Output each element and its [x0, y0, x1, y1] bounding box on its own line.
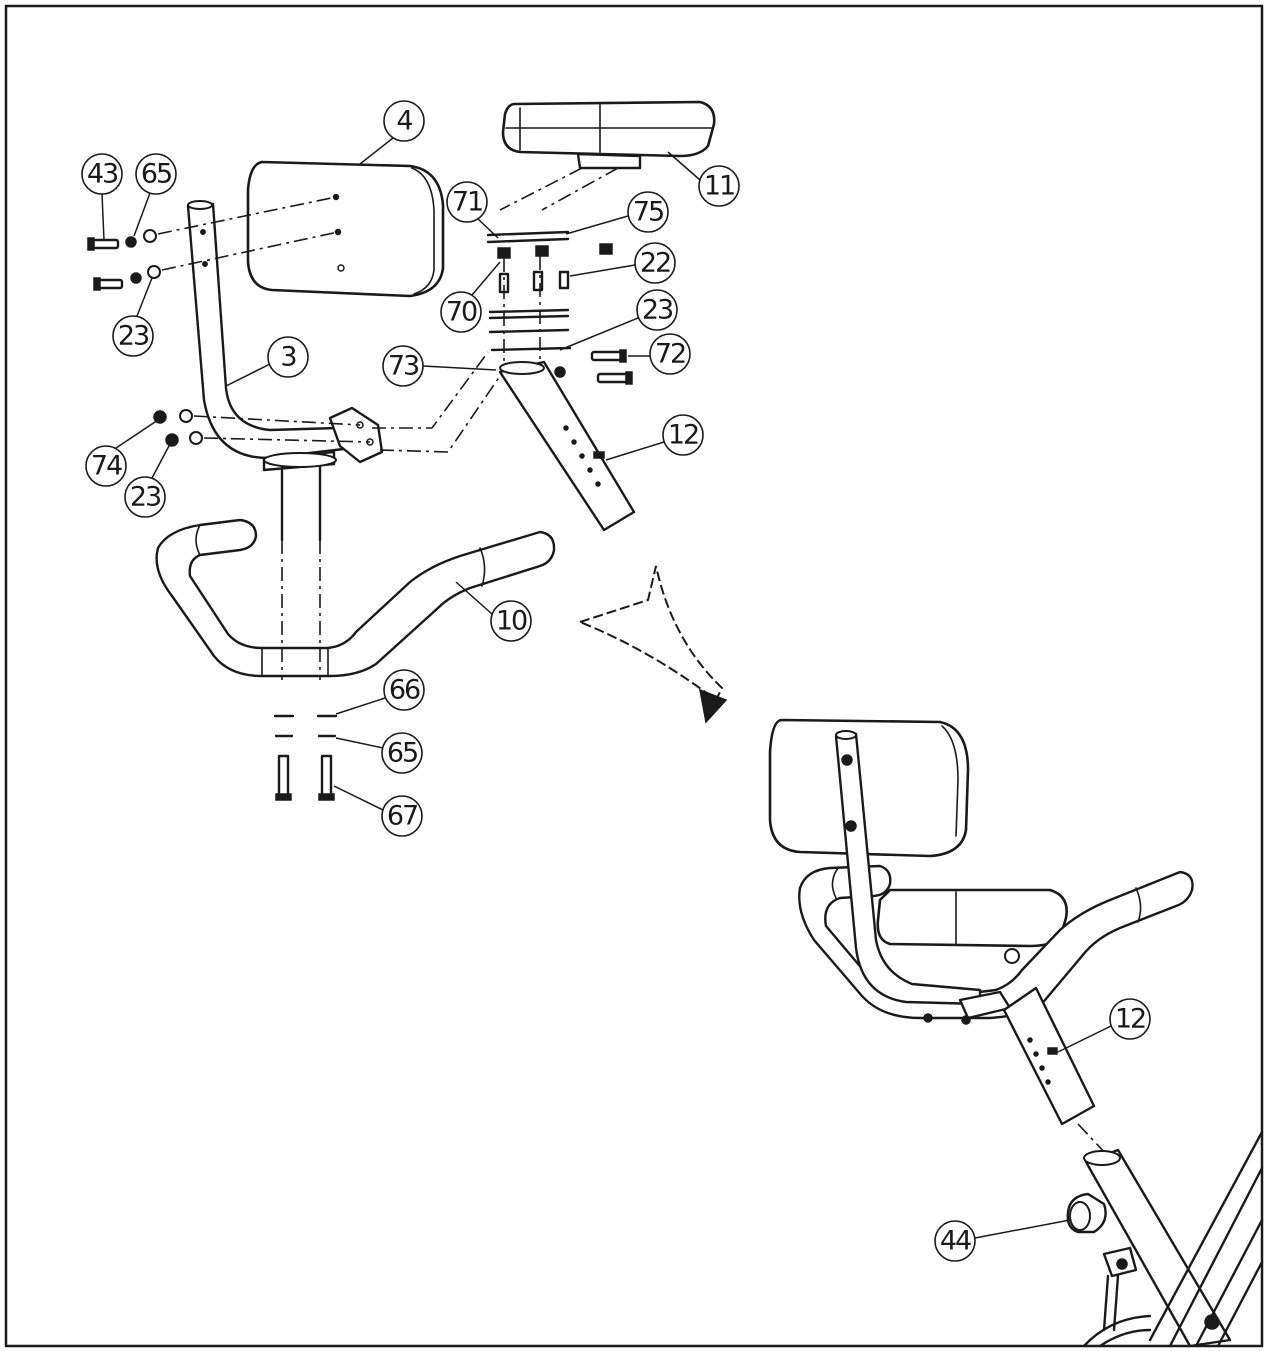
callout-65-top-label: 65: [141, 159, 171, 190]
leader-4: [359, 137, 394, 165]
callout-71: 71: [446, 181, 488, 223]
leader-22: [569, 264, 636, 277]
callout-74: 74: [85, 445, 127, 487]
callout-67-label: 67: [387, 801, 417, 832]
leader-71: [477, 218, 499, 239]
leader-23-top: [136, 277, 153, 317]
bracket-nuts: [153, 409, 371, 447]
callout-22: 22: [634, 242, 676, 284]
callout-4: 4: [383, 100, 425, 142]
callout-23-top-label: 23: [118, 321, 149, 352]
leader-12-exploded: [605, 441, 665, 461]
callout-73: 73: [382, 345, 424, 387]
callout-70: 70: [440, 291, 482, 333]
callout-70-label: 70: [446, 297, 477, 328]
seat-hardware: [486, 230, 613, 376]
leader-65-top: [133, 192, 151, 237]
callout-10-label: 10: [496, 606, 527, 637]
callout-65-top: 65: [135, 153, 177, 195]
callout-12-assembled-label: 12: [1115, 1004, 1145, 1035]
assembly-arrow: [577, 565, 728, 724]
backrest-frame-part-3: [186, 200, 384, 542]
callout-3-label: 3: [280, 342, 296, 373]
callout-11-label: 11: [704, 171, 734, 202]
callout-72-label: 72: [655, 339, 685, 370]
callout-73-label: 73: [388, 351, 419, 382]
leader-12-assembled: [1057, 1025, 1112, 1053]
callout-12-exploded: 12: [662, 414, 704, 456]
bracket-alignment-line: [372, 351, 489, 429]
leader-3: [225, 363, 271, 387]
callout-66: 66: [383, 669, 425, 711]
callout-23-right: 23: [636, 289, 678, 331]
handlebar-bolts: [273, 714, 338, 801]
leader-11: [667, 151, 701, 181]
leader-75: [565, 215, 629, 235]
seat-post-part-12-exploded: [498, 360, 636, 532]
callout-22-label: 22: [640, 248, 670, 279]
leader-43: [101, 193, 105, 241]
backrest-pad-part-4: [246, 160, 445, 298]
seat-post-bolts: [554, 349, 633, 385]
callout-44: 44: [934, 1220, 976, 1262]
callout-71-label: 71: [452, 187, 482, 218]
callout-43: 43: [81, 153, 123, 195]
backrest-bolts: [87, 196, 339, 291]
callout-43-label: 43: [87, 159, 118, 190]
assembled-view: [768, 718, 1264, 1348]
leader-23-lower: [151, 443, 171, 479]
leader-66: [335, 697, 386, 715]
handlebar-part-10: [155, 518, 556, 680]
leader-70: [471, 261, 501, 296]
callout-44-label: 44: [940, 1226, 971, 1257]
callout-23-right-label: 23: [642, 295, 673, 326]
leader-73: [422, 365, 497, 371]
callout-74-label: 74: [91, 451, 122, 482]
leader-10: [455, 581, 493, 615]
leader-67: [333, 785, 384, 811]
callout-75-label: 75: [633, 197, 663, 228]
page-frame: [4, 4, 1264, 1348]
callout-65-bottom: 65: [381, 732, 423, 774]
callout-10: 10: [490, 600, 532, 642]
callout-72: 72: [649, 333, 691, 375]
seat-part-11: [499, 100, 716, 211]
callout-23-top: 23: [112, 315, 154, 357]
callout-12-exploded-label: 12: [668, 420, 698, 451]
callout-4-label: 4: [396, 106, 412, 137]
leader-74: [115, 419, 159, 449]
leader-65-bottom: [335, 737, 384, 749]
callout-12-assembled: 12: [1109, 998, 1151, 1040]
bracket-alignment-line-2: [379, 375, 501, 453]
callout-23-lower-label: 23: [130, 482, 161, 513]
callout-23-lower: 23: [124, 476, 166, 518]
callout-75: 75: [627, 191, 669, 233]
leader-44: [974, 1219, 1071, 1239]
callout-3: 3: [267, 336, 309, 378]
callout-67: 67: [381, 795, 423, 837]
callout-66-label: 66: [389, 675, 420, 706]
callout-65-bottom-label: 65: [387, 738, 417, 769]
callout-11: 11: [698, 165, 740, 207]
leader-23-right: [559, 317, 639, 351]
